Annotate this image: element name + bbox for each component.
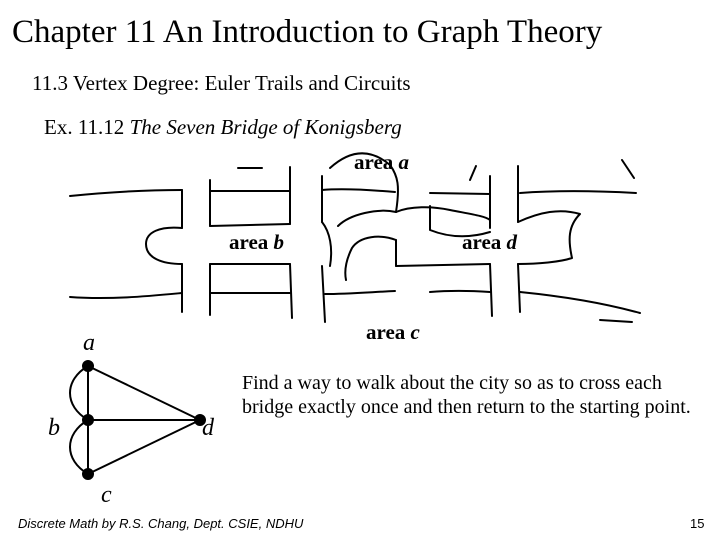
area-d-label: area d (462, 230, 518, 254)
section-heading: 11.3 Vertex Degree: Euler Trails and Cir… (32, 71, 411, 95)
river-channel-upper (329, 152, 399, 213)
vertex-a-label: a (83, 330, 95, 356)
vertex-a (82, 360, 94, 372)
vertex-d (194, 414, 206, 426)
footer-credit: Discrete Math by R.S. Chang, Dept. CSIE,… (18, 516, 304, 531)
south-river-bank (69, 289, 641, 314)
area-a-label: area a (354, 150, 410, 174)
bridge-south-3 (489, 263, 521, 317)
edge-a-d (87, 365, 201, 421)
page-number: 15 (690, 516, 705, 531)
island-b-outline (145, 221, 333, 267)
vertex-c (82, 468, 94, 480)
slide-title: Chapter 11 An Introduction to Graph Theo… (12, 14, 603, 50)
vertex-b-label: b (48, 415, 60, 441)
area-b-label: area b (229, 230, 285, 254)
problem-statement: Find a way to walk about the city so as … (242, 372, 691, 418)
edge-b-c-2 (69, 419, 89, 475)
bridge-middle (337, 209, 397, 281)
example-heading: Ex. 11.12 The Seven Bridge of Konigsberg (44, 114, 402, 140)
bridge-north-2 (289, 166, 323, 225)
island-d-outline (395, 206, 581, 267)
example-title: The Seven Bridge of Konigsberg (129, 115, 402, 139)
river-channel-lower (395, 205, 491, 267)
edge-a-b-2 (69, 365, 89, 421)
bridge-north-1 (181, 179, 211, 229)
vertex-d-label: d (202, 415, 214, 441)
area-c-label: area c (366, 320, 420, 344)
north-river-bank (69, 188, 637, 197)
edge-c-d (87, 419, 201, 475)
bridge-south-1 (181, 263, 211, 316)
shore-ticks (237, 159, 635, 323)
vertex-c-label: c (101, 482, 112, 508)
bridge-south-2 (289, 263, 326, 323)
vertex-b (82, 414, 94, 426)
example-prefix: Ex. 11.12 (44, 115, 125, 139)
